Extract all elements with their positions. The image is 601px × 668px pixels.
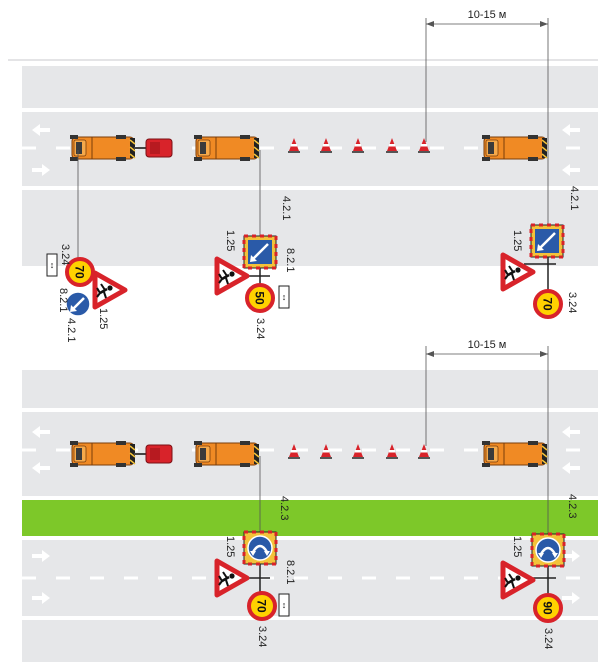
top-road [22, 66, 598, 266]
svg-text:3.24: 3.24 [566, 292, 578, 313]
direction-sign-4-2-3 [530, 532, 566, 568]
svg-text:3.24: 3.24 [59, 244, 71, 265]
road-works-sign [95, 273, 125, 307]
svg-text:1.25: 1.25 [511, 230, 523, 251]
right-sign-cluster: 70 1.25 4.2.1 3.24 [503, 186, 580, 319]
svg-text:3.24: 3.24 [254, 318, 266, 339]
rear-truck-icon [481, 134, 548, 162]
svg-text:↕: ↕ [282, 292, 287, 302]
lead-truck-icon [69, 440, 136, 468]
distance-plate: ↕ [278, 285, 290, 309]
svg-text:4.2.3: 4.2.3 [566, 494, 578, 518]
svg-text:50: 50 [253, 291, 267, 305]
svg-text:↕: ↕ [50, 260, 55, 270]
bottom-road-lower [22, 540, 598, 662]
trailer-icon [134, 138, 173, 158]
bottom-road-upper [22, 370, 598, 498]
svg-text:70: 70 [541, 297, 555, 311]
right-sign-cluster: 90 1.25 4.2.3 3.24 [503, 494, 578, 649]
trailer-icon [134, 444, 173, 464]
svg-text:8.2.1: 8.2.1 [57, 288, 69, 312]
middle-sign-cluster: 70 ↕ 1.25 4.2.3 8.2.1 3.24 [217, 496, 296, 647]
middle-truck-icon [193, 440, 260, 468]
top-road-line [22, 108, 598, 112]
speed-limit-sign: 50 [245, 283, 275, 313]
direction-sign-4-2-3 [242, 530, 278, 566]
svg-text:3.24: 3.24 [542, 628, 554, 649]
gap-dimension: 10-15 м [425, 9, 549, 300]
middle-truck-icon [193, 134, 260, 162]
svg-text:1.25: 1.25 [511, 536, 523, 557]
direction-sign-4-2-1 [242, 234, 278, 270]
distance-plate: ↕ [46, 253, 58, 277]
speed-limit-sign: 70 [65, 257, 95, 287]
lead-truck-icon [69, 134, 136, 162]
svg-text:8.2.1: 8.2.1 [284, 248, 296, 272]
bottom-diagram: 10-15 м 70 ↕ 1.25 4.2.3 8.2 [22, 339, 598, 662]
svg-text:90: 90 [541, 601, 555, 615]
speed-limit-sign: 70 [247, 591, 277, 621]
speed-limit-sign: 90 [533, 593, 563, 623]
speed-limit-sign: 70 [533, 289, 563, 319]
top-road-line [22, 186, 598, 190]
distance-plate: ↕ [278, 593, 290, 617]
direction-sign-4-2-1 [529, 223, 565, 259]
svg-text:3.24: 3.24 [256, 626, 268, 647]
gap-dimension: 10-15 м [425, 339, 549, 540]
svg-text:8.2.1: 8.2.1 [284, 560, 296, 584]
svg-text:1.25: 1.25 [224, 230, 236, 251]
svg-text:4.2.1: 4.2.1 [568, 186, 580, 210]
svg-text:70: 70 [73, 265, 87, 279]
svg-text:70: 70 [255, 599, 269, 613]
svg-text:4.2.1: 4.2.1 [280, 196, 292, 220]
svg-text:4.2.1: 4.2.1 [65, 318, 77, 342]
svg-text:1.25: 1.25 [97, 308, 109, 329]
svg-text:1.25: 1.25 [224, 536, 236, 557]
lead-sign-cluster: 70 ↕ 3.24 8.2.1 4.2.1 1.25 [46, 244, 125, 342]
gap-label: 10-15 м [468, 9, 507, 21]
rear-truck-icon [481, 440, 548, 468]
middle-sign-cluster: 50 ↕ 1.25 4.2.1 8.2.1 3.24 [217, 196, 296, 339]
gap-label: 10-15 м [468, 339, 507, 351]
median-strip [22, 500, 598, 536]
direction-sign-4-2-1 [65, 291, 91, 317]
top-diagram: 10-15 м 70 ↕ 3.24 8.2.1 4.2.1 1.25 [8, 9, 598, 342]
svg-text:↕: ↕ [282, 600, 287, 610]
svg-text:4.2.3: 4.2.3 [278, 496, 290, 520]
